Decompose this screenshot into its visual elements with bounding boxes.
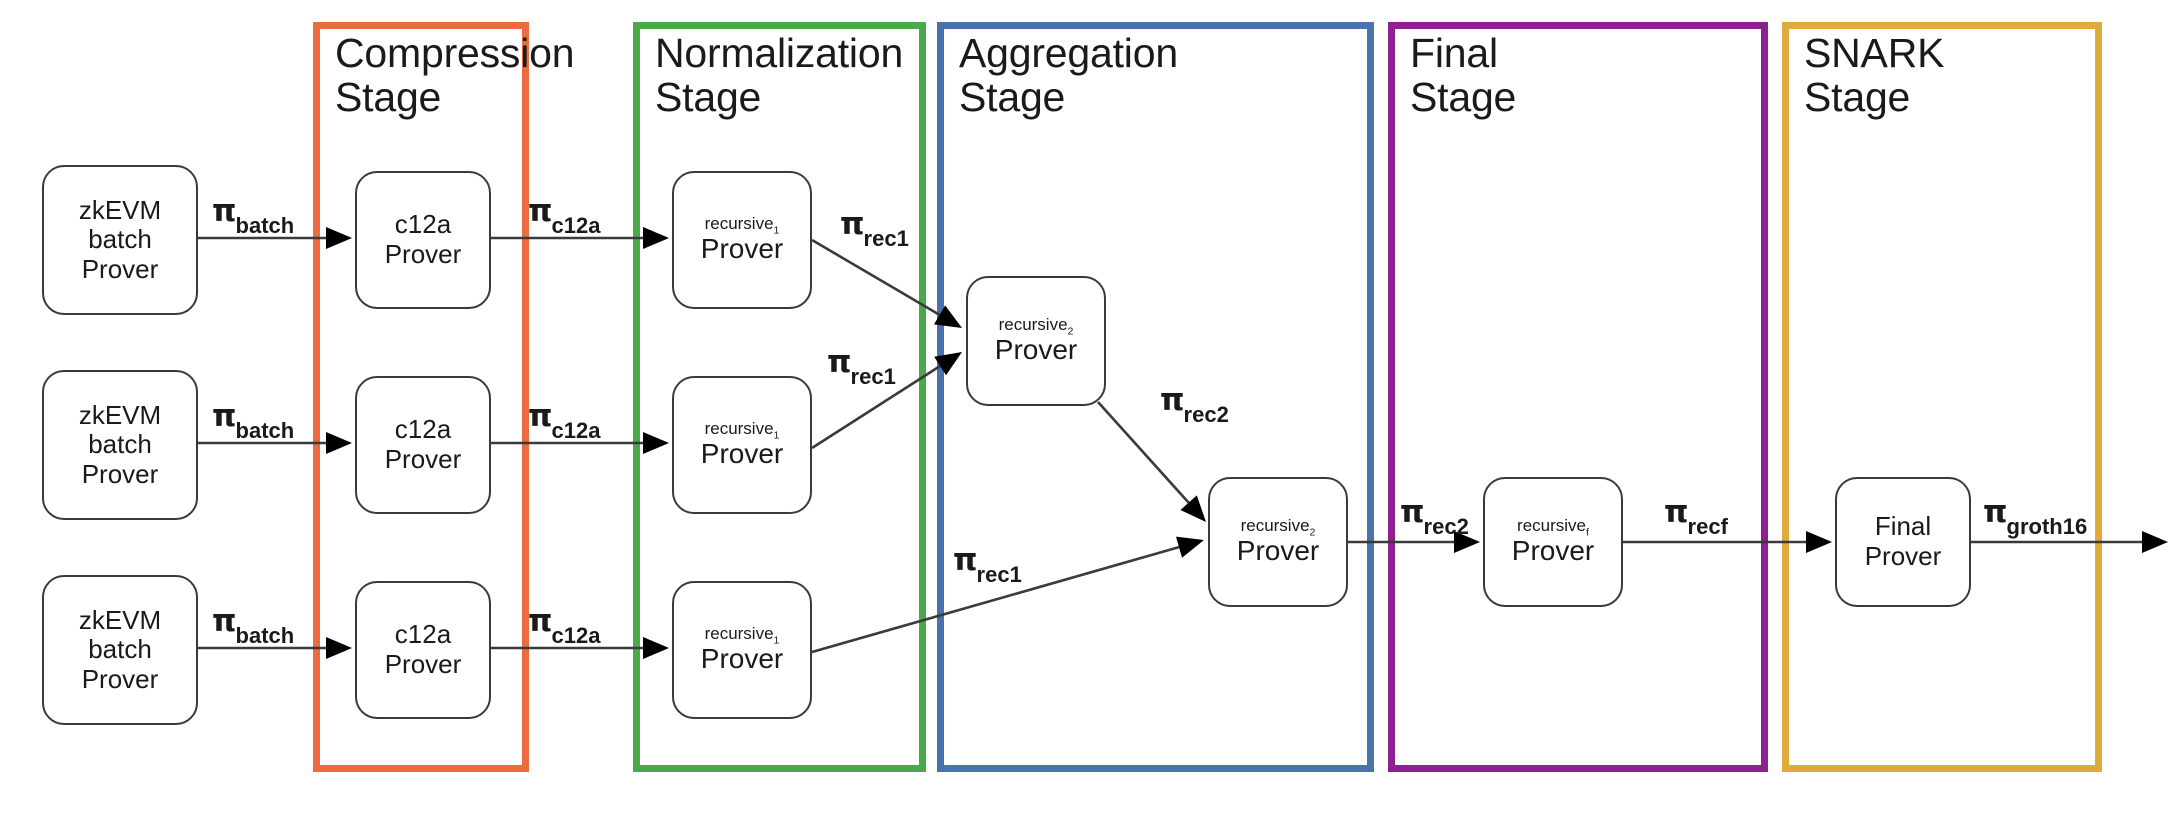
pi-subscript: rec1: [863, 225, 909, 251]
pi-symbol: π: [528, 603, 553, 639]
pi-subscript: recf: [1687, 513, 1728, 539]
node-label-line: Prover: [81, 663, 159, 694]
node-label-bottom: Prover: [700, 438, 784, 470]
node-label-top: recursive1: [704, 623, 780, 647]
node-label-line: c12a: [394, 619, 452, 650]
pi-subscript: rec2: [1183, 401, 1229, 427]
node-label-line: batch: [88, 224, 152, 255]
pi-symbol: π: [1160, 382, 1185, 418]
node-label-subscript: 1: [773, 224, 780, 237]
stage-frame-compression: [313, 22, 529, 772]
pi-symbol: π: [1400, 494, 1425, 530]
pi-subscript: batch: [235, 622, 295, 648]
pi-subscript: rec1: [850, 363, 896, 389]
stage-frame-final: [1388, 22, 1768, 772]
node-label-bottom: Prover: [700, 643, 784, 675]
node-label-bottom: Prover: [1511, 535, 1595, 567]
node-label-subscript: 2: [1067, 325, 1074, 338]
edge-label-pi-rec1-top: πrec1: [840, 206, 910, 250]
node-label-line: Prover: [81, 458, 159, 489]
stage-title-compression: Compression Stage: [335, 30, 575, 120]
pi-subscript: batch: [235, 417, 295, 443]
node-label-line: zkEVM: [78, 194, 162, 225]
pi-symbol: π: [528, 398, 553, 434]
node-label-line: Prover: [384, 649, 462, 679]
node-label-top: recursivef: [1517, 515, 1589, 539]
edge-label-pi-c12a-2: πc12a: [528, 398, 601, 442]
pi-symbol: π: [212, 398, 237, 434]
node-label-top: recursive1: [704, 418, 780, 442]
node-label-bottom: Prover: [1236, 535, 1320, 567]
node-label-line: batch: [88, 429, 152, 460]
pi-symbol: π: [827, 344, 852, 380]
node-label-line: Prover: [384, 239, 462, 269]
node-label-line: c12a: [394, 209, 452, 240]
edge-label-pi-recf: πrecf: [1664, 494, 1729, 538]
node-label-line: zkEVM: [78, 604, 162, 635]
edge-label-pi-rec1-mid: πrec1: [827, 344, 897, 388]
node-label-line: Prover: [384, 444, 462, 474]
pi-subscript: batch: [235, 212, 295, 238]
pi-subscript: c12a: [551, 212, 601, 238]
node-label-subscript: f: [1586, 526, 1589, 539]
stage-frame-snark: [1782, 22, 2102, 772]
node-label-subscript: 2: [1309, 526, 1316, 539]
node-label-line: c12a: [394, 414, 452, 445]
edge-label-pi-rec2-lin: πrec2: [1400, 494, 1470, 538]
edge-label-pi-rec1-bot: πrec1: [953, 542, 1023, 586]
stage-title-aggregation: Aggregation Stage: [959, 30, 1178, 120]
edge-label-pi-c12a-1: πc12a: [528, 193, 601, 237]
node-label-line: zkEVM: [78, 399, 162, 430]
pi-symbol: π: [840, 206, 865, 242]
node-label-subscript: 1: [773, 429, 780, 442]
node-label-top: recursive2: [1240, 515, 1316, 539]
pi-subscript: groth16: [2006, 513, 2088, 539]
pi-symbol: π: [528, 193, 553, 229]
node-label-top: recursive2: [998, 314, 1074, 338]
edge-label-pi-groth16: πgroth16: [1983, 494, 2088, 538]
pi-symbol: π: [1664, 494, 1689, 530]
pi-symbol: π: [212, 193, 237, 229]
node-label-bottom: Prover: [700, 233, 784, 265]
edge-label-pi-batch-2: πbatch: [212, 398, 295, 442]
pi-subscript: rec2: [1423, 513, 1469, 539]
edge-label-pi-batch-1: πbatch: [212, 193, 295, 237]
pi-subscript: c12a: [551, 622, 601, 648]
node-label-line: batch: [88, 634, 152, 665]
node-label-top: recursive1: [704, 213, 780, 237]
stage-title-normalization: Normalization Stage: [655, 30, 904, 120]
node-label-subscript: 1: [773, 634, 780, 647]
pi-symbol: π: [953, 542, 978, 578]
pi-subscript: c12a: [551, 417, 601, 443]
pi-symbol: π: [212, 603, 237, 639]
node-label-line: Prover: [1864, 541, 1942, 571]
edge-label-pi-rec2-diag: πrec2: [1160, 382, 1230, 426]
node-label-line: Final: [1874, 511, 1932, 542]
node-label-bottom: Prover: [994, 334, 1078, 366]
node-label-line: Prover: [81, 253, 159, 284]
pi-subscript: rec1: [976, 561, 1022, 587]
edge-label-pi-batch-3: πbatch: [212, 603, 295, 647]
pi-symbol: π: [1983, 494, 2008, 530]
edge-label-pi-c12a-3: πc12a: [528, 603, 601, 647]
stage-title-final: Final Stage: [1410, 30, 1517, 120]
stage-title-snark: SNARK Stage: [1804, 30, 1945, 120]
